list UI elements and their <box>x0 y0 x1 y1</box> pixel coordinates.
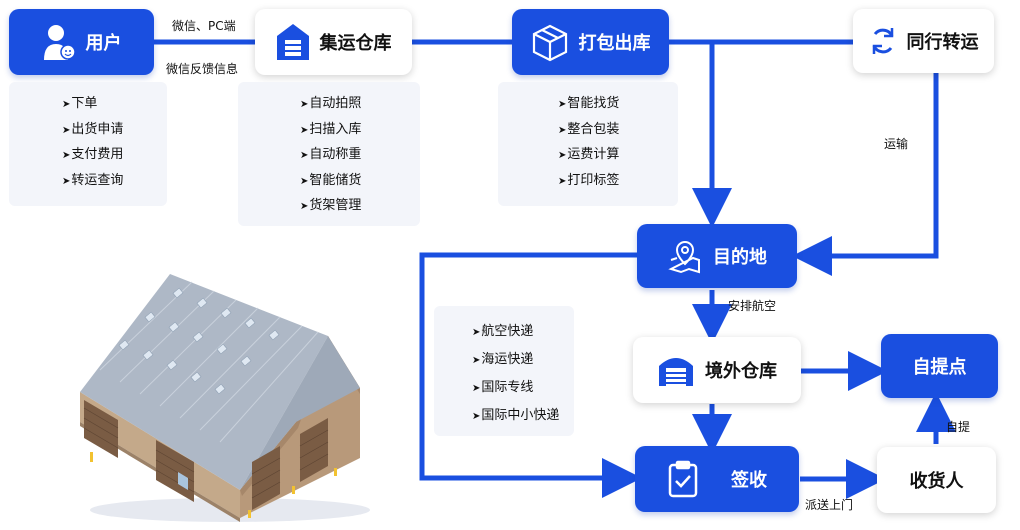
list-item: 自动称重 <box>300 143 420 169</box>
node-destination: 目的地 <box>637 224 797 288</box>
panel-user-functions: 下单 出货申请 支付费用 转运查询 <box>9 82 167 206</box>
clipboard-check-icon <box>667 460 699 498</box>
user-icon <box>42 22 76 62</box>
panel-warehouse-functions: 自动拍照 扫描入库 自动称重 智能储货 货架管理 <box>238 82 420 226</box>
node-sign-label: 签收 <box>731 470 767 491</box>
list-item: 国际专线 <box>472 374 574 402</box>
node-peer-label: 同行转运 <box>906 32 979 53</box>
node-destination-label: 目的地 <box>713 247 767 268</box>
list-item: 出货申请 <box>62 118 167 144</box>
node-sign: 签收 <box>635 446 799 512</box>
list-item: 智能找货 <box>558 92 678 118</box>
list-item: 货架管理 <box>300 194 420 220</box>
edge-peer-destination <box>792 72 939 276</box>
node-pack: 打包出库 <box>512 9 669 75</box>
list-item: 支付费用 <box>62 143 167 169</box>
node-overseas: 境外仓库 <box>633 337 801 403</box>
panel-shipping-methods: 航空快递 海运快递 国际专线 国际中小快递 <box>434 306 574 436</box>
node-pickup: 自提点 <box>881 334 998 398</box>
node-pack-label: 打包出库 <box>578 33 651 54</box>
list-item: 扫描入库 <box>300 118 420 144</box>
edge-label-wechat-pc: 微信、PC端 <box>172 19 236 33</box>
node-receiver-label: 收货人 <box>909 471 964 492</box>
list-item: 航空快递 <box>472 318 574 346</box>
node-receiver: 收货人 <box>877 447 996 513</box>
warehouse-icon <box>276 22 310 62</box>
list-item: 下单 <box>62 92 167 118</box>
edge-label-wechat-feedback: 微信反馈信息 <box>166 62 239 76</box>
list-item: 转运查询 <box>62 169 167 195</box>
list-item: 智能储货 <box>300 169 420 195</box>
edge-destination-sign <box>419 252 642 498</box>
list-item: 整合包装 <box>558 118 678 144</box>
list-item: 打印标签 <box>558 169 678 195</box>
package-icon <box>531 22 569 62</box>
list-item: 运费计算 <box>558 143 678 169</box>
node-peer: 同行转运 <box>853 9 994 73</box>
refresh-icon <box>869 24 897 58</box>
node-pickup-label: 自提点 <box>912 357 967 378</box>
map-pin-icon <box>667 238 703 274</box>
list-item: 海运快递 <box>472 346 574 374</box>
node-warehouse-label: 集运仓库 <box>319 33 392 54</box>
warehouse-building-illustration <box>80 274 370 522</box>
list-item: 国际中小快递 <box>472 402 574 430</box>
edge-label-transport: 运输 <box>884 137 909 151</box>
storehouse-icon <box>657 352 695 388</box>
node-warehouse: 集运仓库 <box>255 9 412 75</box>
panel-pack-functions: 智能找货 整合包装 运费计算 打印标签 <box>498 82 678 206</box>
node-user: 用户 <box>9 9 154 75</box>
node-user-label: 用户 <box>85 33 122 54</box>
edge-label-arrange-air: 安排航空 <box>728 299 777 313</box>
list-item: 自动拍照 <box>300 92 420 118</box>
node-overseas-label: 境外仓库 <box>705 361 777 382</box>
edge-label-door-delivery: 派送上门 <box>805 498 854 512</box>
edge-label-self-pickup: 自提 <box>946 420 971 434</box>
